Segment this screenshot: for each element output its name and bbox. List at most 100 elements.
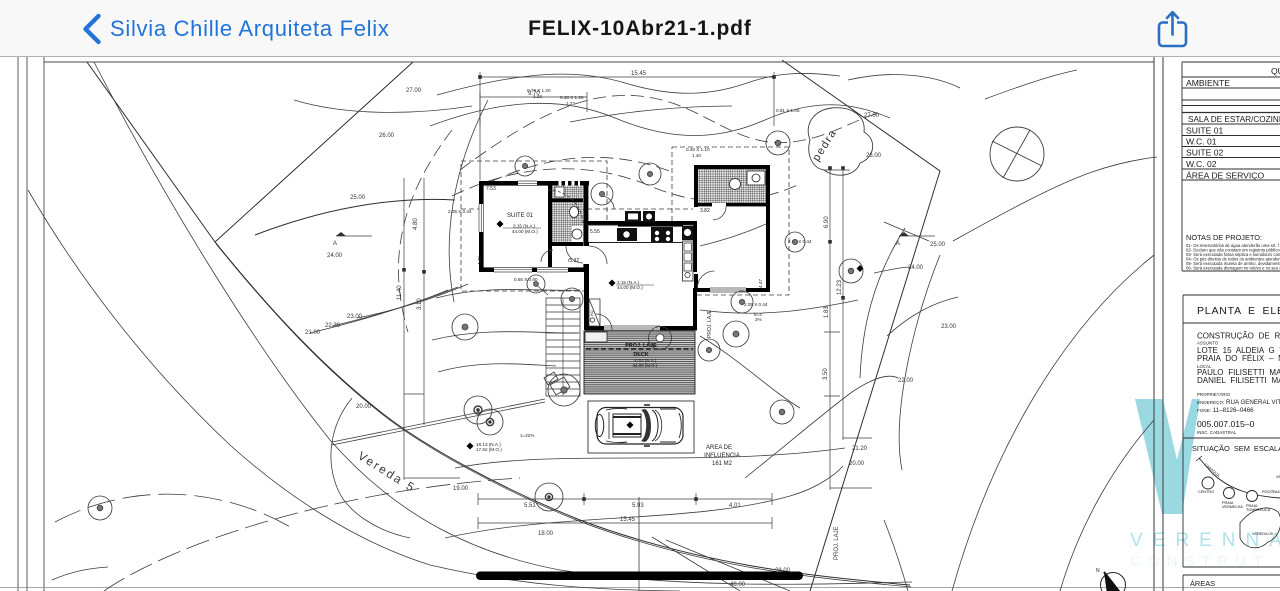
svg-text:24.00: 24.00 xyxy=(908,265,924,271)
svg-text:9.70: 9.70 xyxy=(528,91,540,97)
svg-text:PLANTA E ELEVA: PLANTA E ELEVA xyxy=(1197,305,1280,317)
svg-text:ENDEREÇO: RUA GENERAL VITOR: ENDEREÇO: RUA GENERAL VITOR xyxy=(1197,399,1280,406)
svg-text:005.007.015–0: 005.007.015–0 xyxy=(1197,419,1255,429)
svg-text:/5.32: /5.32 xyxy=(568,258,579,264)
svg-text:161 M2: 161 M2 xyxy=(712,461,733,467)
svg-text:44.00 (M.O.): 44.00 (M.O.) xyxy=(512,229,538,234)
svg-text:SALA DE ESTAR/COZINHA: SALA DE ESTAR/COZINHA xyxy=(1188,115,1280,124)
svg-text:SUITE 01: SUITE 01 xyxy=(507,213,534,219)
svg-text:3.82: 3.82 xyxy=(700,208,710,214)
svg-text:SUITE 01: SUITE 01 xyxy=(1186,126,1223,136)
svg-text:3.15 (N.A.): 3.15 (N.A.) xyxy=(513,224,536,229)
svg-text:5.93: 5.93 xyxy=(632,503,644,509)
svg-text:0.78 X 1.20: 0.78 X 1.20 xyxy=(527,88,551,93)
svg-text:2.05 X 0.44: 2.05 X 0.44 xyxy=(744,302,768,307)
svg-text:15.45: 15.45 xyxy=(631,71,647,77)
svg-text:A: A xyxy=(896,241,900,247)
svg-text:PROPRIETÁRIO: PROPRIETÁRIO xyxy=(1197,392,1231,397)
svg-text:0.48 X 1.10: 0.48 X 1.10 xyxy=(686,147,710,152)
svg-text:26.00: 26.00 xyxy=(866,153,882,159)
svg-text:27.00: 27.00 xyxy=(864,113,880,119)
svg-text:22.30: 22.30 xyxy=(325,323,341,329)
svg-text:02- Declaro que não constam em: 02- Declaro que não constam em registros… xyxy=(1186,248,1280,253)
svg-text:CONSTRUÇÃO DE RESID: CONSTRUÇÃO DE RESID xyxy=(1197,332,1280,341)
svg-text:3.10: 3.10 xyxy=(417,298,423,310)
svg-text:5.55: 5.55 xyxy=(590,229,600,235)
svg-text:21.00: 21.00 xyxy=(305,330,321,336)
svg-text:20.00: 20.00 xyxy=(356,404,372,410)
svg-text:22.00: 22.00 xyxy=(898,378,914,384)
svg-text:2.05 X 0.44: 2.05 X 0.44 xyxy=(788,239,812,244)
svg-text:7.53: 7.53 xyxy=(486,186,496,192)
svg-text:23.00: 23.00 xyxy=(347,314,363,320)
svg-text:3.50: 3.50 xyxy=(823,368,829,380)
svg-text:34.00 (M.O.): 34.00 (M.O.) xyxy=(633,363,658,368)
svg-text:1.83: 1.83 xyxy=(824,306,830,318)
svg-text:1.23: 1.23 xyxy=(566,101,575,106)
svg-text:NOTAS DE PROJETO:: NOTAS DE PROJETO: xyxy=(1186,233,1262,242)
svg-text:-0.52 (N.A.): -0.52 (N.A.) xyxy=(634,358,657,363)
svg-text:INFLUENCIA: INFLUENCIA xyxy=(704,453,740,459)
svg-text:SITUAÇÃO SEM ESCALA: SITUAÇÃO SEM ESCALA xyxy=(1192,444,1280,453)
svg-text:8=4': 8=4' xyxy=(754,312,763,317)
svg-text:TOMBREUCA: TOMBREUCA xyxy=(1246,508,1271,512)
svg-text:AREA DE: AREA DE xyxy=(706,445,732,451)
svg-text:6.90: 6.90 xyxy=(824,216,830,228)
svg-text:PAULO FILISETTI MARCO: PAULO FILISETTI MARCO xyxy=(1197,368,1280,377)
svg-text:LOTE 15 ALDEIA G VER: LOTE 15 ALDEIA G VER xyxy=(1197,346,1280,355)
svg-text:4.47: 4.47 xyxy=(758,279,763,288)
svg-text:LOCAL: LOCAL xyxy=(1197,364,1212,369)
svg-text:ASSUNTO: ASSUNTO xyxy=(1197,341,1219,346)
svg-text:W.C. 01: W.C. 01 xyxy=(1186,137,1217,147)
svg-text:20.00: 20.00 xyxy=(849,461,865,467)
svg-text:PROJ. LAJE: PROJ. LAJE xyxy=(707,309,713,338)
svg-text:25.00: 25.00 xyxy=(930,242,946,248)
svg-text:21.20: 21.20 xyxy=(852,446,868,452)
svg-text:48.00: 48.00 xyxy=(730,582,746,588)
svg-text:1=22%: 1=22% xyxy=(520,433,534,438)
svg-text:FONE: 11–8126–0466: FONE: 11–8126–0466 xyxy=(1197,407,1254,414)
svg-text:PROJ. LAJE: PROJ. LAJE xyxy=(834,526,840,560)
svg-text:25.00: 25.00 xyxy=(350,195,366,201)
svg-text:AMBIENTE: AMBIENTE xyxy=(1186,78,1230,88)
svg-text:VERENNA: VERENNA xyxy=(1130,530,1280,551)
svg-text:DECK: DECK xyxy=(633,352,648,358)
svg-text:27.00: 27.00 xyxy=(406,88,422,94)
svg-text:4.80: 4.80 xyxy=(413,218,419,230)
svg-text:ÁREA DE SERVIÇO: ÁREA DE SERVIÇO xyxy=(1186,171,1264,181)
svg-text:A: A xyxy=(333,241,337,247)
svg-text:PRAIA: PRAIA xyxy=(1222,501,1234,505)
svg-text:26.00: 26.00 xyxy=(379,133,395,139)
svg-text:POGÕNIA P: POGÕNIA P xyxy=(1262,489,1280,494)
svg-text:SUITE 02: SUITE 02 xyxy=(1186,148,1223,158)
svg-text:11.40: 11.40 xyxy=(397,285,403,300)
svg-text:INSC. CADASTRAL: INSC. CADASTRAL xyxy=(1197,430,1237,435)
svg-text:19.00: 19.00 xyxy=(453,486,469,492)
svg-text:5.51: 5.51 xyxy=(524,503,536,509)
svg-text:05- Será executada mureta de a: 05- Será executada mureta de arrimo, dev… xyxy=(1186,261,1280,266)
svg-text:03- Será executada fossa sépti: 03- Será executada fossa séptica e sumid… xyxy=(1186,252,1280,257)
svg-text:15.45: 15.45 xyxy=(620,517,636,523)
svg-text:3.15 (N.A.): 3.15 (N.A.) xyxy=(617,280,640,285)
svg-text:17.62 (M.O.): 17.62 (M.O.) xyxy=(476,447,502,452)
svg-text:06- Será executada drenagem no: 06- Será executada drenagem no relevo e … xyxy=(1186,266,1280,271)
svg-text:4.42: 4.42 xyxy=(477,256,482,265)
svg-text:28.00: 28.00 xyxy=(775,568,791,574)
svg-text:01- Os reservatórios de água a: 01- Os reservatórios de água atenderão u… xyxy=(1186,243,1280,248)
svg-text:DANIEL FILISETTI MARCO: DANIEL FILISETTI MARCO xyxy=(1197,376,1280,385)
svg-text:N: N xyxy=(1096,568,1100,574)
svg-text:CENTRO: CENTRO xyxy=(1198,490,1214,494)
svg-text:23.00: 23.00 xyxy=(941,324,957,330)
svg-text:PRAIA: PRAIA xyxy=(1246,504,1258,508)
svg-text:0.81 X 1.05: 0.81 X 1.05 xyxy=(776,108,800,113)
svg-text:12.23: 12.23 xyxy=(837,279,843,295)
svg-text:VERMELHA: VERMELHA xyxy=(1222,505,1243,509)
svg-text:2%: 2% xyxy=(755,317,762,322)
svg-text:18.13 (N.A.): 18.13 (N.A.) xyxy=(476,442,501,447)
svg-text:W.C. 02: W.C. 02 xyxy=(1186,159,1217,169)
svg-text:ÁREAS: ÁREAS xyxy=(1190,579,1215,588)
svg-text:0.65 X 0.60: 0.65 X 0.60 xyxy=(514,277,538,282)
svg-text:18.00: 18.00 xyxy=(538,531,554,537)
svg-text:44.00 (M.O.): 44.00 (M.O.) xyxy=(617,285,643,290)
svg-text:VEREDA 09: VEREDA 09 xyxy=(1252,532,1273,536)
